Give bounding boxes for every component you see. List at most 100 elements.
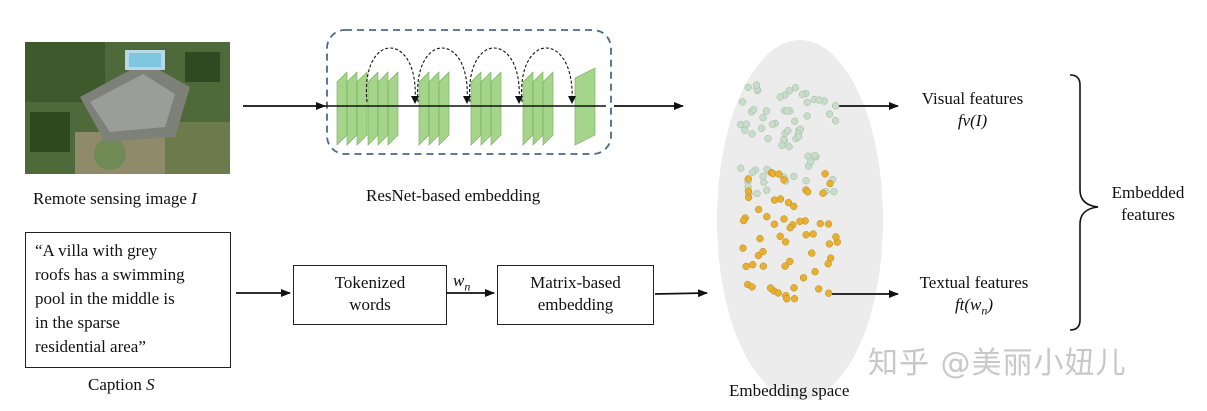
textual-dot-41 xyxy=(825,240,834,248)
visual-dot-54 xyxy=(807,158,815,166)
matrix-to-space-arrow xyxy=(654,289,708,298)
embedded-line-1: Embedded xyxy=(1111,183,1185,202)
textual-dot-16 xyxy=(824,220,833,228)
visual-dot-59 xyxy=(790,172,798,181)
textual-dot-33 xyxy=(832,233,840,241)
tokenized-line-1: Tokenized xyxy=(334,273,406,292)
skip-arrowhead-1 xyxy=(411,96,419,104)
textual-dot-39 xyxy=(819,189,827,197)
textual-dot-1 xyxy=(781,262,789,270)
embedded-features-label: Embedded features xyxy=(1098,182,1198,226)
textual-dot-19 xyxy=(790,295,799,303)
textual-dot-18 xyxy=(815,285,823,293)
textual-features-formula: ft(wn) xyxy=(903,294,1045,321)
textual-dot-20 xyxy=(799,274,808,282)
imgLabelHolder-variable: I xyxy=(191,189,197,208)
caption-box: “A villa with grey roofs has a swimming … xyxy=(25,232,231,368)
resnet-layer-6 xyxy=(387,71,399,146)
visual-dot-50 xyxy=(795,132,803,141)
visual-dot-17 xyxy=(753,189,761,198)
resnet-layer-8 xyxy=(428,71,440,146)
embedding-scatter xyxy=(737,81,841,303)
textual-dot-10 xyxy=(790,284,798,292)
textual-dot-25 xyxy=(786,224,794,232)
textual-dot-59 xyxy=(816,219,824,228)
visual-dot-66 xyxy=(752,81,761,89)
visual-dot-15 xyxy=(778,141,786,150)
textual-dot-9 xyxy=(780,215,788,223)
visual-dot-31 xyxy=(831,117,840,125)
tokenized-line-2: words xyxy=(349,295,391,314)
resnet-layers xyxy=(336,67,596,146)
imgLabelHolder-text: Remote sensing image xyxy=(33,189,192,208)
textual-dot-17 xyxy=(786,257,794,266)
textual-dot-8 xyxy=(739,244,747,252)
visual-dot-63 xyxy=(742,120,751,128)
resnet-dashed-box xyxy=(326,29,612,155)
textual-dot-36 xyxy=(759,262,767,270)
visual-dot-16 xyxy=(803,112,811,120)
skip-arrowhead-4 xyxy=(568,96,576,104)
visual-dot-1 xyxy=(785,143,793,151)
matrix-embedding-box: Matrix-based embedding xyxy=(497,265,654,325)
textual-dot-58 xyxy=(774,289,782,297)
visual-dot-14 xyxy=(831,102,840,110)
textual-dot-44 xyxy=(776,232,784,240)
textual-dot-60 xyxy=(744,193,753,202)
resnet-layer-15 xyxy=(542,71,554,146)
resnet-layer-2 xyxy=(346,71,358,146)
wn-label: wn xyxy=(453,270,470,297)
resnet-layer-9 xyxy=(438,71,450,146)
textual-dot-57 xyxy=(825,289,833,297)
visual-dot-70 xyxy=(737,164,745,172)
textual-dot-54 xyxy=(770,196,779,204)
textual-dot-53 xyxy=(790,202,798,210)
textual-formula-pre: ft(w xyxy=(954,295,982,314)
visual-dot-43 xyxy=(757,124,766,132)
textual-dot-51 xyxy=(749,261,757,269)
visual-dot-41 xyxy=(791,84,800,92)
captionLabel-variable: S xyxy=(146,375,155,394)
matrix-line-2: embedding xyxy=(537,295,614,314)
textual-dot-46 xyxy=(742,262,750,271)
textual-dot-37 xyxy=(766,284,775,292)
visual-dot-52 xyxy=(825,110,834,118)
textual-dot-34 xyxy=(739,216,748,225)
resnet-layer-10 xyxy=(470,71,482,146)
visual-dot-19 xyxy=(791,117,799,125)
visual-dot-61 xyxy=(785,87,794,95)
textual-dot-31 xyxy=(756,234,764,243)
watermark: 知乎 @美丽小妞儿 xyxy=(868,346,1127,381)
resnet-layer-11 xyxy=(480,71,492,146)
visual-dot-13 xyxy=(748,130,756,138)
caption-line-3: pool in the middle is xyxy=(35,289,175,308)
textual-features-title: Textual features xyxy=(919,273,1029,292)
textual-dot-52 xyxy=(821,170,829,178)
visual-dot-64 xyxy=(759,113,767,122)
caption-line-5: residential area” xyxy=(35,337,146,356)
textual-dot-48 xyxy=(826,179,834,188)
resnet-layer-5 xyxy=(377,71,389,146)
resnet-layer-12 xyxy=(490,71,502,146)
embedded-features-brace xyxy=(1069,74,1099,331)
captionLabel-text: Caption xyxy=(88,375,147,394)
textual-dot-49 xyxy=(776,195,785,203)
textual-dot-26 xyxy=(824,260,832,268)
visual-dot-24 xyxy=(783,107,791,115)
visual-dot-65 xyxy=(815,96,823,104)
wn-symbol: w xyxy=(453,271,465,290)
textual-dot-3 xyxy=(808,249,816,257)
visual-dot-62 xyxy=(764,135,772,143)
textual-dot-55 xyxy=(809,230,817,238)
visual-dot-53 xyxy=(738,98,747,106)
textual-dot-42 xyxy=(744,187,753,195)
caption-line-2: roofs has a swimming xyxy=(35,265,185,284)
aerial-photo xyxy=(25,42,230,174)
visual-dot-27 xyxy=(749,105,758,114)
textual-dot-56 xyxy=(759,247,767,256)
skip-connections xyxy=(365,47,573,103)
visual-dot-29 xyxy=(741,126,749,134)
textual-dot-4 xyxy=(763,213,771,221)
textual-dot-47 xyxy=(781,238,790,246)
